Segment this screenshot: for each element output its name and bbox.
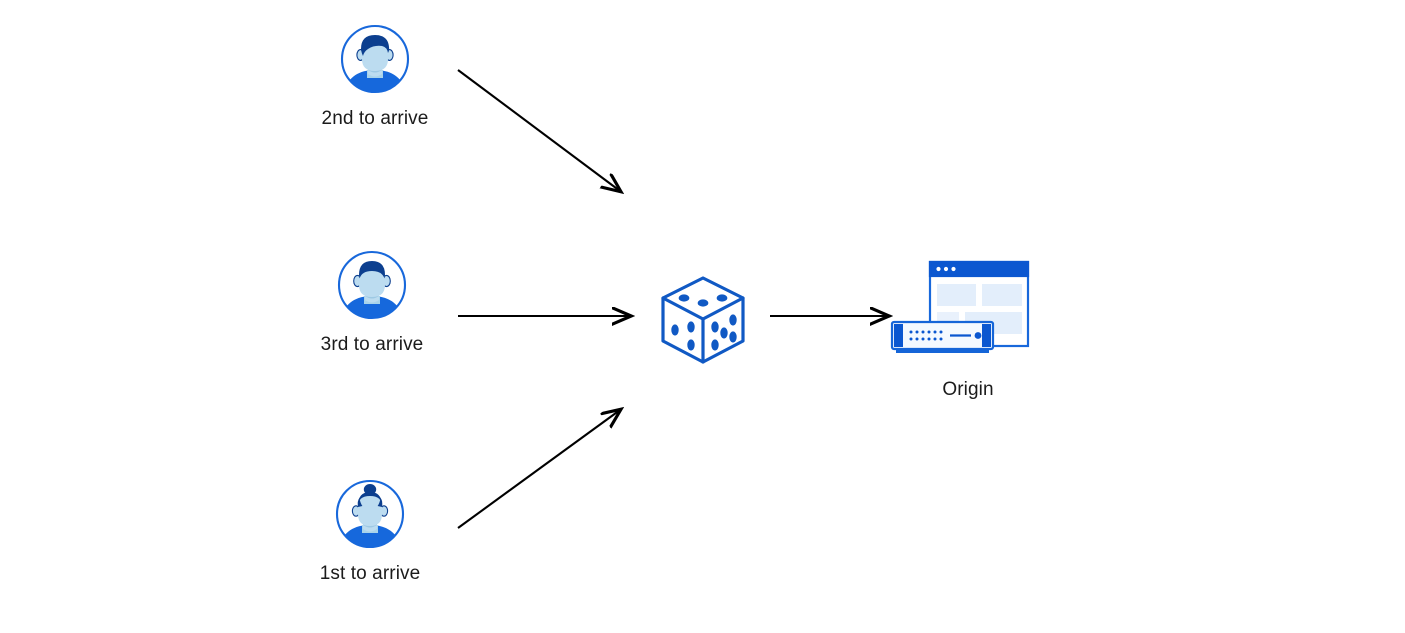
node-randomizer xyxy=(648,265,758,375)
browser-server-icon xyxy=(878,253,1058,365)
arrow-2nd-to-dice xyxy=(457,69,620,191)
node-label-client-3rd: 3rd to arrive xyxy=(320,334,424,355)
user-avatar-icon xyxy=(333,477,407,551)
node-label-origin: Origin xyxy=(942,379,994,400)
user-avatar-icon xyxy=(335,248,409,322)
dice-icon xyxy=(648,265,758,375)
node-client-1st: 1st to arrive xyxy=(300,477,440,585)
user-avatar-icon xyxy=(338,22,412,96)
node-client-2nd: 2nd to arrive xyxy=(305,22,445,130)
node-label-client-2nd: 2nd to arrive xyxy=(321,108,429,129)
node-label-client-1st: 1st to arrive xyxy=(319,563,421,584)
node-client-3rd: 3rd to arrive xyxy=(302,248,442,356)
node-origin: Origin xyxy=(878,253,1058,401)
server-device-icon xyxy=(890,320,995,353)
arrow-1st-to-dice xyxy=(457,410,620,529)
